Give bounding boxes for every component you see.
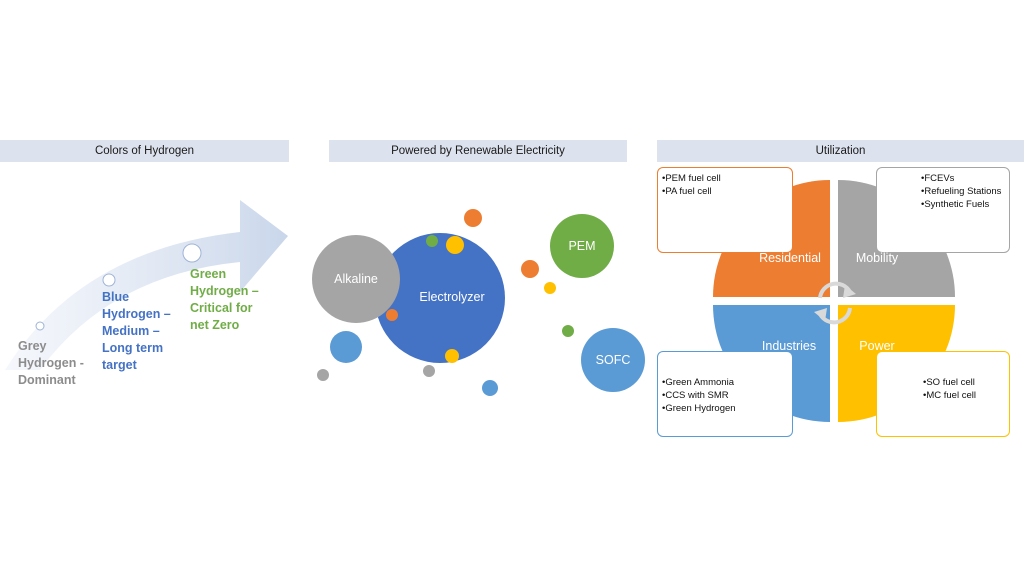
power-label: Power — [859, 339, 895, 353]
list-item: CCS with SMR — [662, 389, 788, 402]
small-bubble-yellow-2 — [544, 282, 556, 294]
small-bubble-green-1 — [426, 235, 438, 247]
list-item: FCEVs — [921, 172, 1005, 185]
list-item: PEM fuel cell — [662, 172, 788, 185]
pem-bubble — [550, 214, 614, 278]
residential-label: Residential — [759, 251, 821, 265]
marker-grey — [35, 321, 45, 331]
small-bubble-blue-1 — [330, 331, 362, 363]
list-item: SO fuel cell — [923, 376, 1005, 389]
power-box: SO fuel cell MC fuel cell — [876, 351, 1010, 437]
electrolyzer-label: Electrolyzer — [419, 290, 485, 304]
list-item: PA fuel cell — [662, 185, 788, 198]
list-item: MC fuel cell — [923, 389, 1005, 402]
industries-label: Industries — [761, 339, 817, 353]
list-item: Green Ammonia — [662, 376, 788, 389]
sofc-bubble — [581, 328, 645, 392]
small-bubble-orange-2 — [521, 260, 539, 278]
small-bubble-yellow-1 — [446, 236, 464, 254]
mobility-label: Mobility — [855, 251, 899, 265]
blue-hydrogen-label: Blue Hydrogen – Medium – Long term targe… — [102, 290, 171, 372]
list-item: Refueling Stations — [921, 185, 1005, 198]
progression-arrow — [5, 200, 288, 370]
mobility-box: FCEVs Refueling Stations Synthetic Fuels — [876, 167, 1010, 253]
small-bubble-blue-2 — [482, 380, 498, 396]
green-hydrogen-label: Green Hydrogen – Critical for net Zero — [190, 267, 259, 332]
cycle-arrowhead-top-icon — [843, 285, 856, 298]
list-item: Synthetic Fuels — [921, 198, 1005, 211]
header-colors-of-hydrogen: Colors of Hydrogen — [0, 140, 289, 162]
small-bubble-orange-1 — [464, 209, 482, 227]
cycle-arrowhead-bottom-icon — [814, 308, 827, 321]
residential-box: PEM fuel cell PA fuel cell — [657, 167, 793, 253]
list-item: Green Hydrogen — [662, 402, 788, 415]
header-powered-by-renewable: Powered by Renewable Electricity — [329, 140, 627, 162]
marker-blue — [102, 273, 116, 287]
industries-box: Green Ammonia CCS with SMR Green Hydroge… — [657, 351, 793, 437]
small-bubble-green-2 — [562, 325, 574, 337]
alkaline-label: Alkaline — [334, 272, 378, 286]
grey-hydrogen-label: Grey Hydrogen - Dominant — [18, 339, 84, 387]
header-utilization: Utilization — [657, 140, 1024, 162]
alkaline-bubble — [312, 235, 400, 323]
pem-label: PEM — [568, 239, 596, 253]
small-bubble-orange-3 — [386, 309, 398, 321]
small-bubble-yellow-3 — [445, 349, 459, 363]
marker-green — [182, 243, 202, 263]
sofc-label: SOFC — [595, 353, 631, 367]
electrolyzer-bubble — [375, 233, 505, 363]
small-bubble-grey-1 — [423, 365, 435, 377]
small-bubble-grey-2 — [317, 369, 329, 381]
